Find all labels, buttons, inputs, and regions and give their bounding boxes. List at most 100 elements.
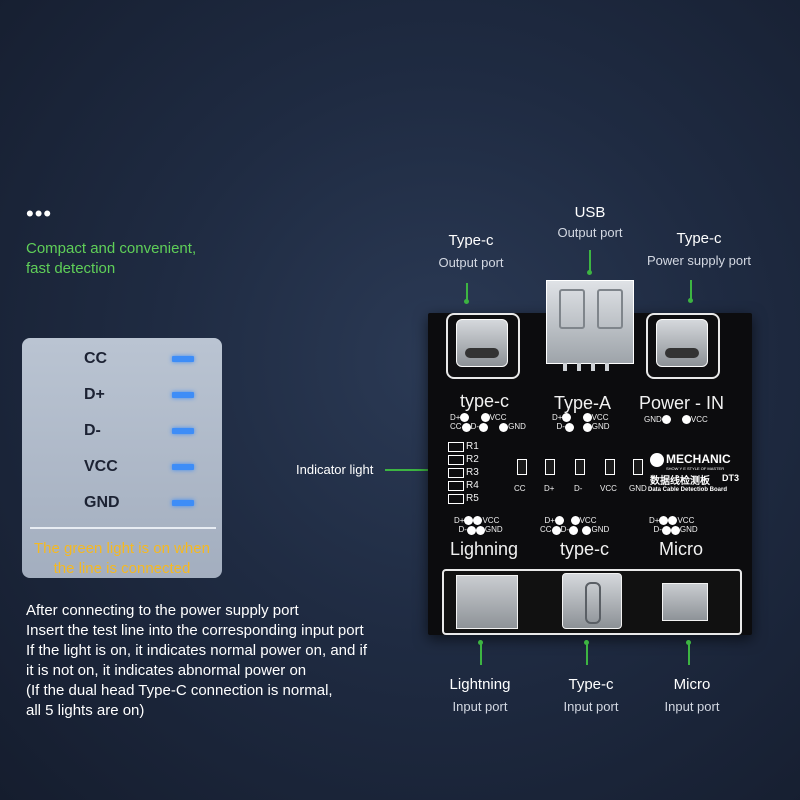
resistor-label: R1	[466, 441, 479, 452]
board-subtitle: Data Cable Detectiob Board	[648, 487, 728, 493]
callout-dot	[688, 298, 693, 303]
port-title: USB	[574, 204, 606, 221]
blue-light-icon	[172, 500, 194, 506]
resistor-label: R4	[466, 480, 479, 491]
usb-pin	[577, 363, 581, 371]
pin-pad-icon	[661, 415, 671, 425]
callout-line	[589, 250, 591, 272]
pin-label: D-	[560, 525, 570, 535]
port-title: Type-c	[676, 230, 722, 247]
legend-label: VCC	[84, 458, 118, 475]
pin-pad-icon	[582, 525, 592, 535]
blue-light-icon	[172, 356, 194, 362]
instructions-text: After connecting to the power supply por…	[26, 601, 426, 721]
indicator-led-dplus	[545, 459, 555, 475]
usb-pin	[591, 363, 595, 371]
lightning-input-callout: Lightning Input port	[430, 676, 530, 714]
port-opening	[465, 348, 499, 358]
pin-pad-icon	[473, 516, 483, 526]
pin-label: CC	[450, 422, 462, 432]
port-subtitle: Input port	[563, 699, 619, 714]
pin-pad-icon	[569, 525, 579, 535]
pin-label: VCC	[677, 516, 695, 525]
silk-micro: Micro	[659, 539, 703, 559]
indicator-led-cc	[517, 459, 527, 475]
typec-power-port[interactable]	[656, 319, 708, 367]
pin-label: D+	[454, 516, 465, 525]
pin-label: D-	[556, 422, 565, 432]
legend-row-vcc: VCC	[84, 456, 194, 478]
pin-pad-icon	[480, 413, 490, 423]
pin-label: GND	[679, 525, 698, 535]
legend-row-cc: CC	[84, 348, 194, 370]
blue-light-icon	[172, 464, 194, 470]
pin-pad-icon	[681, 415, 691, 425]
legend-note-line-2: the line is connected	[53, 560, 191, 577]
resistor-pad	[448, 468, 464, 478]
pin-pad-icon	[479, 422, 489, 432]
brand-tagline: SHOW Y E STYLE OF MASTER	[666, 466, 725, 471]
pin-label: GND	[591, 525, 610, 535]
pin-group-typea-top: D+ VCC D- GND	[552, 413, 610, 432]
callout-line	[690, 280, 692, 300]
typec-output-port[interactable]	[456, 319, 508, 367]
port-subtitle: Input port	[452, 699, 508, 714]
pin-group-lightning: D+VCC D-GND	[454, 516, 503, 535]
pin-label: D+	[552, 413, 563, 422]
pin-pad-icon	[668, 516, 678, 526]
pin-pad-icon	[564, 422, 574, 432]
pin-label: D-	[653, 525, 662, 535]
pin-pad-icon	[499, 422, 509, 432]
mechanic-logo-icon	[650, 453, 664, 467]
decorative-dots: •••	[26, 201, 53, 226]
usb-pin	[605, 363, 609, 371]
lightning-input-port[interactable]	[456, 575, 518, 629]
typec-input-port[interactable]	[562, 573, 622, 629]
pin-pad-icon	[466, 525, 476, 535]
pin-label: VCC	[591, 413, 609, 422]
indicator-led-dminus	[575, 459, 585, 475]
legend-label: D-	[84, 422, 101, 439]
port-subtitle: Power supply port	[646, 253, 752, 268]
pin-pad-icon	[475, 525, 485, 535]
callout-dot	[587, 270, 592, 275]
led-label: VCC	[600, 484, 617, 493]
port-title: Lightning	[449, 676, 511, 693]
blue-light-icon	[172, 392, 194, 398]
silk-power-in: Power - IN	[639, 393, 725, 413]
silk-typec-bottom: type-c	[560, 539, 610, 559]
pin-pad-icon	[460, 413, 470, 423]
legend-row-dminus: D-	[84, 420, 194, 442]
typec-output-slot	[446, 313, 520, 379]
legend-label: CC	[84, 350, 108, 367]
pin-pad-icon	[582, 413, 592, 423]
pin-label: VCC	[482, 516, 500, 525]
port-subtitle: Input port	[664, 699, 720, 714]
board-model: DT3	[722, 473, 740, 483]
indicator-led-gnd	[633, 459, 643, 475]
callout-dot	[584, 640, 589, 645]
silk-lightning: Lighning	[450, 539, 519, 559]
pin-label: CC	[540, 525, 552, 535]
resistor-label: R2	[466, 454, 479, 465]
micro-input-port[interactable]	[662, 583, 708, 621]
pin-group-micro: D+VCC D-GND	[649, 516, 698, 535]
input-port-well	[442, 569, 742, 635]
typec-power-callout: Type-c Power supply port	[640, 230, 758, 268]
usb-a-output-port[interactable]	[546, 280, 634, 371]
instruction-line: (If the dual head Type-C connection is n…	[26, 682, 333, 699]
port-opening	[585, 582, 601, 624]
legend-label: D+	[84, 386, 105, 403]
pin-pad-icon	[562, 413, 572, 423]
blue-light-icon	[172, 428, 194, 434]
callout-line	[466, 283, 468, 301]
legend-divider	[30, 527, 216, 529]
port-opening	[665, 348, 699, 358]
legend-note-line-1: The green light is on when	[34, 540, 210, 557]
pin-label: VCC	[690, 415, 708, 424]
callout-dot	[464, 299, 469, 304]
pin-pad-icon	[551, 525, 561, 535]
usb-a-tab	[559, 289, 585, 329]
